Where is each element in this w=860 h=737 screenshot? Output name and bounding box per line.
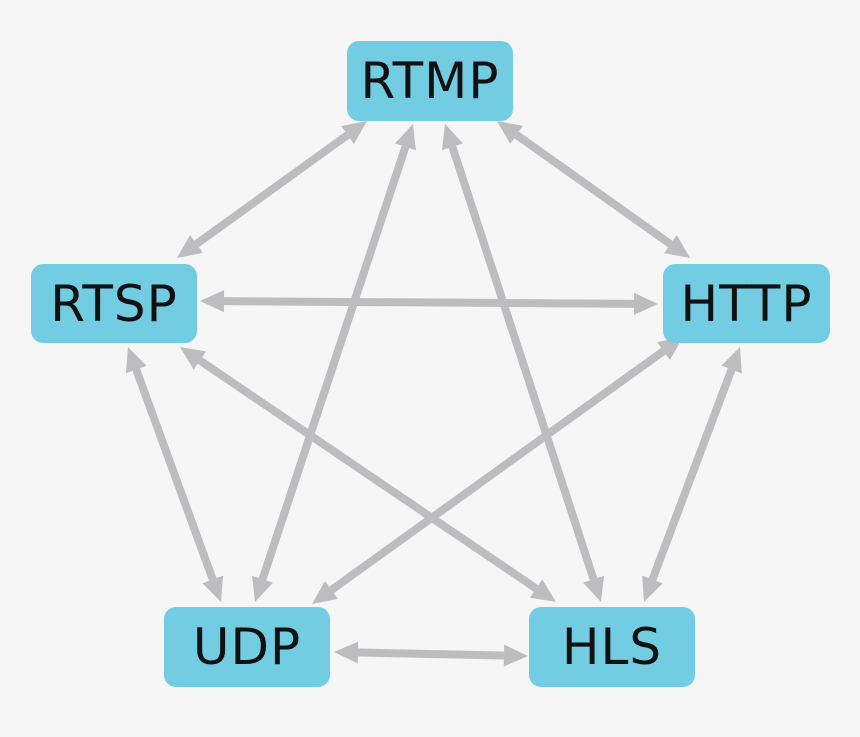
node-http: HTTP <box>663 264 830 343</box>
node-rtmp-label: RTMP <box>360 52 500 110</box>
arrowhead-udp-hls-end <box>503 644 528 667</box>
arrowhead-udp-hls-start <box>334 641 359 664</box>
arrow-shaft-rtmp-udp <box>258 145 410 581</box>
arrowhead-http-hls-end <box>642 575 663 602</box>
arrowhead-rtmp-hls-end <box>583 575 605 602</box>
arrowhead-rtsp-hls-start <box>180 347 207 370</box>
node-hls-label: HLS <box>561 618 663 676</box>
arrowhead-rtmp-http-end <box>664 235 690 258</box>
arrow-shaft-rtmp-rtsp <box>194 131 350 248</box>
node-udp-label: UDP <box>192 618 302 676</box>
arrowhead-rtsp-udp-start <box>125 347 147 374</box>
arrow-shaft-rtsp-udp <box>132 368 217 581</box>
arrow-shaft-rtmp-http <box>514 131 673 248</box>
arrowhead-rtmp-udp-end <box>252 575 273 602</box>
node-http-label: HTTP <box>680 274 813 333</box>
arrow-shaft-http-hls <box>648 368 736 581</box>
arrowhead-rtsp-http-end <box>633 292 658 315</box>
node-udp: UDP <box>164 607 330 687</box>
node-hls: HLS <box>529 607 695 687</box>
arrowhead-rtsp-http-start <box>200 290 225 313</box>
arrowhead-rtsp-hls-end <box>529 579 556 602</box>
arrowhead-rtmp-rtsp-end <box>177 235 203 258</box>
node-rtsp: RTSP <box>31 264 197 343</box>
arrow-shaft-rtmp-hls <box>448 145 598 581</box>
arrowhead-rtmp-http-start <box>497 121 523 144</box>
arrow-shaft-udp-hls <box>357 648 505 660</box>
arrowhead-http-udp-end <box>312 581 338 604</box>
arrowhead-rtmp-hls-start <box>441 124 463 151</box>
arrowhead-rtmp-udp-start <box>395 124 416 151</box>
node-rtmp: RTMP <box>347 41 513 121</box>
arrowhead-http-hls-start <box>721 347 742 374</box>
arrow-shaft-rtsp-http <box>223 297 635 308</box>
arrow-shaft-rtsp-hls <box>197 357 539 592</box>
arrow-shaft-http-udp <box>329 347 666 594</box>
arrowhead-rtmp-rtsp-start <box>341 121 367 144</box>
node-rtsp-label: RTSP <box>50 274 178 333</box>
arrowhead-rtsp-udp-end <box>202 575 224 602</box>
